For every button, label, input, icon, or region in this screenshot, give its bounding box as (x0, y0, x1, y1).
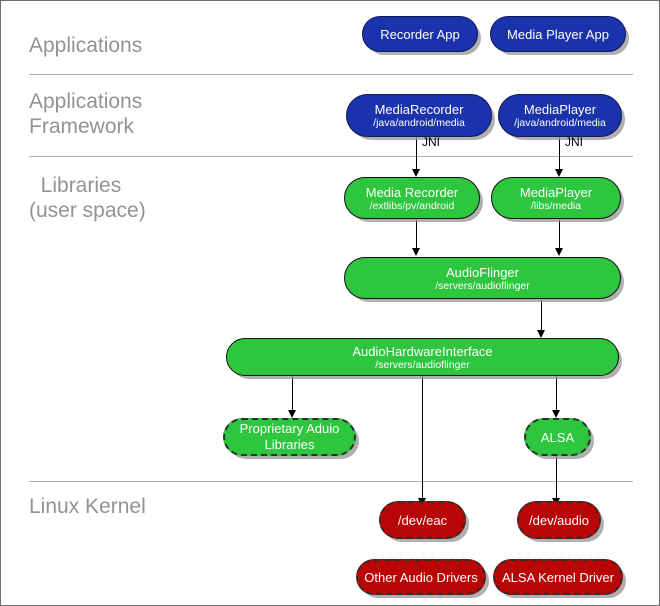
connector-audioflinger-to-audiohardwareinterface (541, 299, 542, 331)
layer-label-applications-framework: Applications Framework (29, 90, 143, 138)
node-dev-eac-title: /dev/eac (397, 512, 448, 528)
node-mediarecorder-framework-title: MediaRecorder (374, 102, 464, 117)
layer-label-applications: Applications (29, 34, 143, 57)
connector-alsa-to-dev-audio (556, 456, 557, 500)
node-other-audio-drivers[interactable]: Other Audio Drivers (356, 559, 486, 595)
edge-label-jni-recorder: JNI (422, 135, 440, 149)
layer-label-libraries: Libraries (user space) (29, 174, 146, 222)
node-media-recorder-lib-title: Media Recorder (365, 184, 459, 200)
connector-ahi-to-dev-eac (422, 376, 423, 500)
connector-mediaplayer-to-lib (559, 137, 560, 171)
node-recorder-app-title: Recorder App (380, 26, 460, 42)
node-media-player-app-title: Media Player App (507, 26, 609, 42)
node-mediaplayer-framework[interactable]: MediaPlayer /java/android/media (498, 94, 622, 137)
connector-mediaplayerlib-to-audioflinger (559, 219, 560, 249)
arrowhead-mediaplayerlib-to-audioflinger (554, 248, 563, 256)
connector-ahi-to-proprietary-libraries (292, 376, 293, 411)
node-mediaplayer-lib[interactable]: MediaPlayer /libs/media (491, 177, 621, 219)
node-dev-audio-title: /dev/audio (529, 512, 589, 528)
node-other-audio-drivers-title: Other Audio Drivers (364, 569, 478, 585)
node-media-recorder-lib[interactable]: Media Recorder /extlibs/pv/android (344, 177, 480, 219)
node-audiohardwareinterface-subtitle: /servers/audioflinger (375, 358, 470, 371)
connector-mediarecorder-to-lib (416, 137, 417, 171)
node-media-player-app[interactable]: Media Player App (490, 16, 626, 52)
divider-framework (29, 156, 633, 157)
node-audioflinger[interactable]: AudioFlinger /servers/audioflinger (344, 257, 621, 299)
node-alsa[interactable]: ALSA (524, 418, 591, 456)
node-alsa-kernel-driver-title: ALSA Kernel Driver (502, 569, 614, 585)
layer-label-linux-kernel: Linux Kernel (29, 495, 146, 518)
node-proprietary-audio-libraries-title: Proprietary Aduio Libraries (239, 421, 340, 452)
node-mediarecorder-framework-subtitle: /java/android/media (373, 117, 465, 129)
node-mediaplayer-lib-subtitle: /libs/media (530, 199, 582, 212)
node-recorder-app[interactable]: Recorder App (362, 16, 478, 52)
node-mediaplayer-framework-title: MediaPlayer (523, 102, 597, 117)
node-mediaplayer-framework-subtitle: /java/android/media (514, 117, 606, 129)
node-audioflinger-title: AudioFlinger (446, 264, 519, 280)
node-audioflinger-subtitle: /servers/audioflinger (435, 279, 530, 292)
arrowhead-mediarecorderlib-to-audioflinger (411, 248, 420, 256)
arrowhead-ahi-to-proprietary-libraries (287, 410, 296, 418)
arrowhead-mediaplayer-to-lib (554, 169, 563, 177)
node-mediarecorder-framework[interactable]: MediaRecorder /java/android/media (346, 94, 492, 137)
node-audiohardwareinterface[interactable]: AudioHardwareInterface /servers/audiofli… (226, 338, 619, 376)
node-alsa-title: ALSA (540, 429, 575, 445)
node-proprietary-audio-libraries[interactable]: Proprietary Aduio Libraries (223, 418, 356, 456)
divider-kernel (29, 481, 633, 482)
node-media-recorder-lib-subtitle: /extlibs/pv/android (369, 199, 455, 212)
node-audiohardwareinterface-title: AudioHardwareInterface (352, 343, 493, 359)
node-mediaplayer-lib-title: MediaPlayer (519, 184, 593, 200)
arrowhead-mediarecorder-to-lib (411, 169, 420, 177)
edge-label-jni-player: JNI (565, 135, 583, 149)
connector-mediarecorderlib-to-audioflinger (416, 219, 417, 249)
arrowhead-audioflinger-to-audiohardwareinterface (536, 330, 545, 338)
node-dev-eac[interactable]: /dev/eac (379, 501, 466, 539)
divider-applications (29, 74, 633, 75)
node-dev-audio[interactable]: /dev/audio (517, 501, 601, 539)
arrowhead-ahi-to-alsa (551, 410, 560, 418)
node-alsa-kernel-driver[interactable]: ALSA Kernel Driver (493, 559, 623, 595)
connector-ahi-to-alsa (556, 376, 557, 411)
